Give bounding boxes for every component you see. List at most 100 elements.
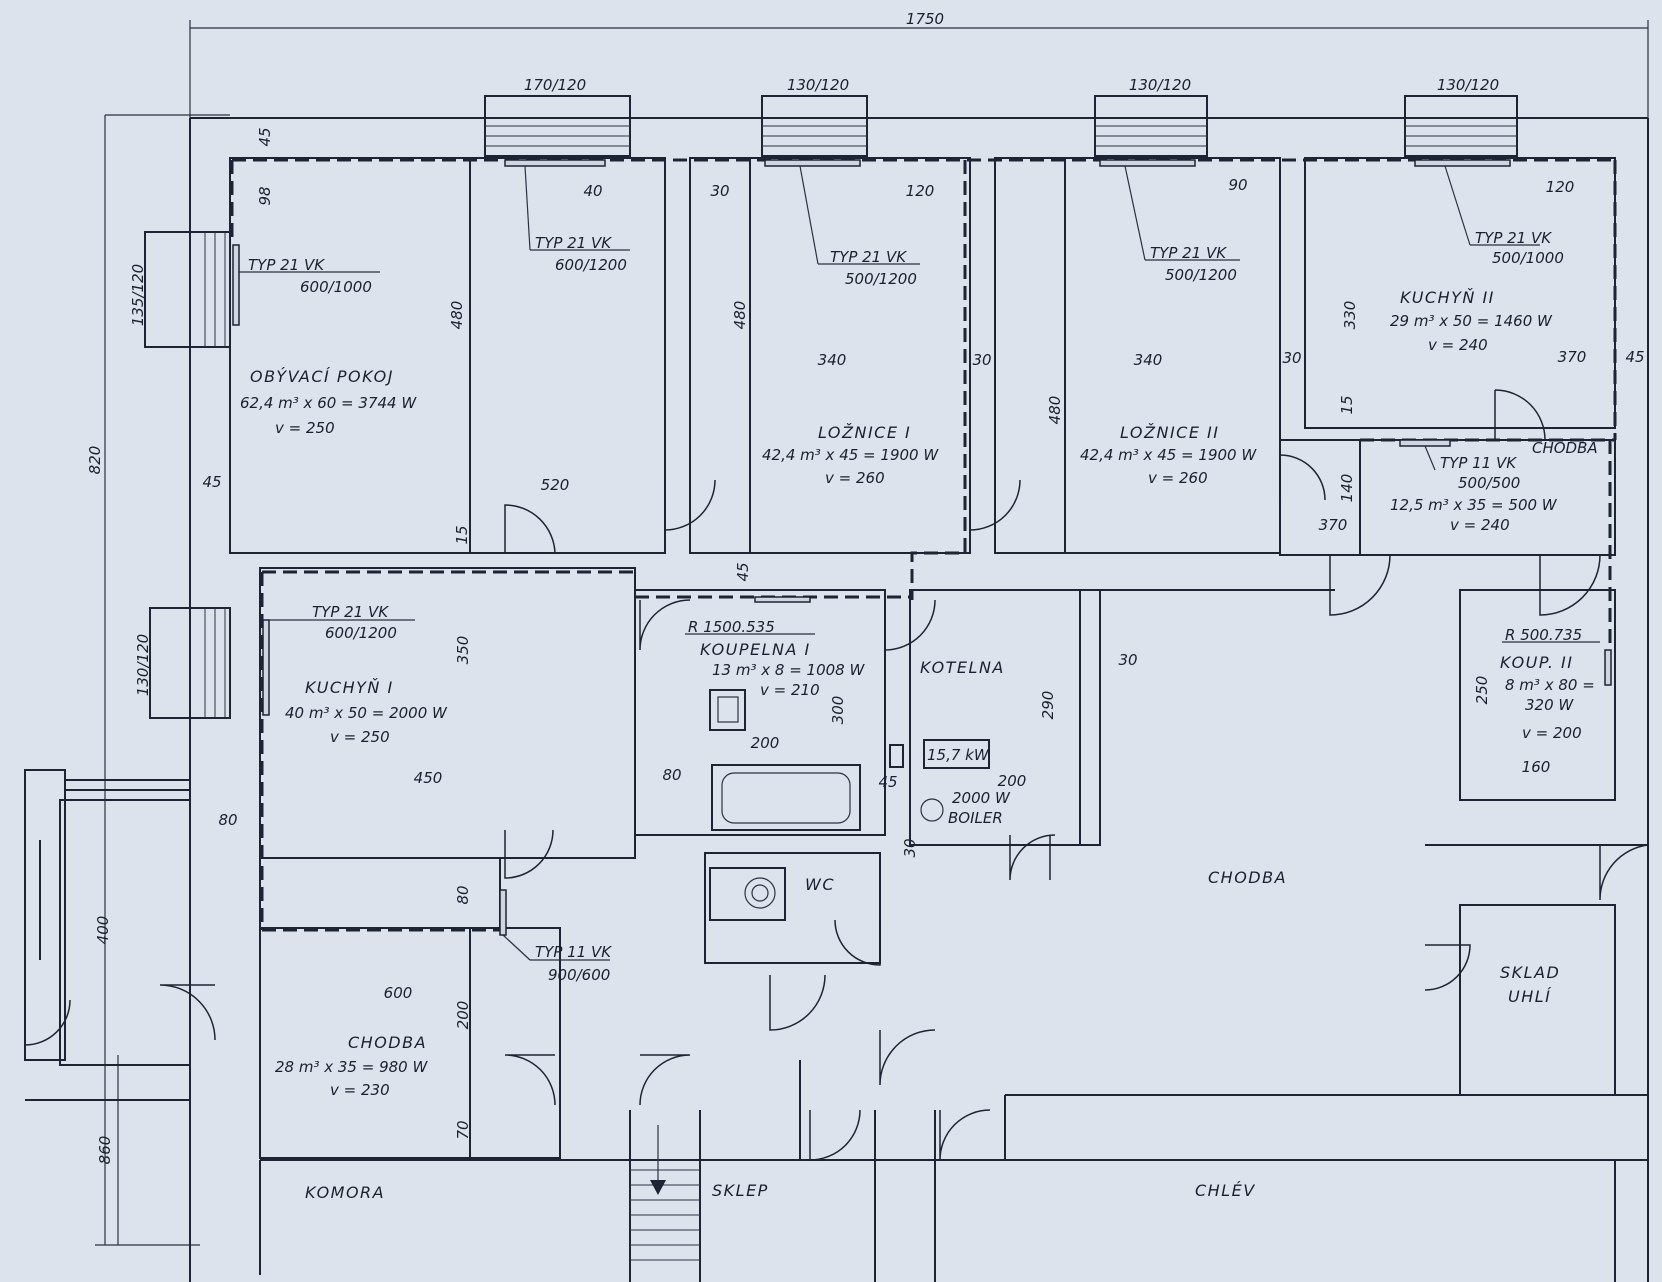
meter-icon — [889, 744, 904, 768]
room-height: v = 260 — [1148, 469, 1208, 487]
room-name-koupelna-2: KOUP. II — [1500, 653, 1573, 672]
dim-40: 40 — [583, 182, 602, 200]
dim-window-left-mid: 130/120 — [134, 634, 152, 696]
dim-300: 300 — [829, 696, 847, 725]
radiator-label-type: TYP 21 VK — [312, 603, 389, 621]
dim-window-4: 130/120 — [1437, 76, 1499, 94]
room-name-wc: WC — [805, 875, 835, 894]
heating-pipes — [230, 158, 1617, 932]
room-height: v = 230 — [330, 1081, 390, 1099]
dim-window-left-top: 135/120 — [129, 264, 147, 326]
radiator-label-size: 600/1200 — [325, 624, 397, 642]
radiator-label-size: 900/600 — [548, 966, 610, 984]
dim-45-top: 45 — [256, 127, 274, 146]
room-name-kuchyn-1: KUCHYŇ I — [305, 678, 394, 697]
overall-dimensions — [95, 20, 1649, 1246]
dim-80b: 80 — [218, 811, 237, 829]
room-calc: 320 W — [1525, 696, 1574, 714]
dim-total-depth: 820 — [86, 446, 104, 475]
dim-15b: 15 — [453, 525, 471, 544]
radiator-label-type: TYP 21 VK — [1150, 244, 1227, 262]
dim-480b: 480 — [731, 301, 749, 330]
room-name-kotelna: KOTELNA — [920, 658, 1005, 677]
radiator-label-type: TYP 11 VK — [535, 943, 612, 961]
dim-200b: 200 — [998, 772, 1027, 790]
walls — [24, 117, 1649, 1282]
room-height: v = 210 — [760, 681, 820, 699]
room-calc: 42,4 m³ x 45 = 1900 W — [1080, 446, 1257, 464]
doors — [24, 389, 1649, 1161]
room-name-obyvaci-pokoj: OBÝVACÍ POKOJ — [250, 367, 394, 386]
dim-30a: 30 — [710, 182, 729, 200]
dim-600: 600 — [384, 984, 413, 1002]
dim-350: 350 — [454, 636, 472, 665]
dimension-labels: 45 98 40 30 120 90 120 480 480 480 340 3… — [94, 127, 1645, 1139]
room-name-sklad: SKLAD — [1500, 963, 1560, 982]
dim-250: 250 — [1473, 676, 1491, 705]
radiator-label-type: TYP 11 VK — [1440, 454, 1517, 472]
radiator-label-type: TYP 21 VK — [830, 248, 907, 266]
dim-window-2: 130/120 — [787, 76, 849, 94]
radiator-label-size: 600/1000 — [300, 278, 372, 296]
fixtures — [709, 689, 990, 921]
dim-340a: 340 — [818, 351, 847, 369]
radiator-label-type: TYP 21 VK — [535, 234, 612, 252]
room-calc: 28 m³ x 35 = 980 W — [275, 1058, 428, 1076]
dim-330: 330 — [1341, 301, 1359, 330]
dim-30b: 30 — [972, 351, 991, 369]
room-calc: 40 m³ x 50 = 2000 W — [285, 704, 448, 722]
room-name-komora: KOMORA — [305, 1183, 385, 1202]
dim-140: 140 — [1338, 474, 1356, 503]
room-name-loznice-1: LOŽNICE I — [818, 423, 911, 442]
room-name-chodba-main: CHODBA — [1208, 868, 1287, 887]
dim-120b: 120 — [1546, 178, 1575, 196]
room-name-chodba-small: CHODBA — [1532, 439, 1598, 457]
room-calc: 13 m³ x 8 = 1008 W — [712, 661, 865, 679]
radiator-label-type: R 500.735 — [1505, 626, 1582, 644]
radiator-label-type: TYP 21 VK — [248, 256, 325, 274]
dim-80c: 80 — [454, 885, 472, 904]
dim-290: 290 — [1039, 691, 1057, 720]
room-calc: 8 m³ x 80 = — [1505, 676, 1595, 694]
room-name-kuchyn-2: KUCHYŇ II — [1400, 288, 1495, 307]
dim-450: 450 — [414, 769, 443, 787]
room-calc: 62,4 m³ x 60 = 3744 W — [240, 394, 417, 412]
room-labels: TYP 21 VK 600/1000 TYP 21 VK 600/1200 TY… — [240, 229, 1598, 1202]
boiler-label: BOILER — [948, 809, 1003, 827]
room-calc: 42,4 m³ x 45 = 1900 W — [762, 446, 939, 464]
room-height: v = 250 — [330, 728, 390, 746]
dim-340b: 340 — [1134, 351, 1163, 369]
dim-30d: 30 — [1118, 651, 1137, 669]
radiator-label-type: TYP 21 VK — [1475, 229, 1552, 247]
room-name-loznice-2: LOŽNICE II — [1120, 423, 1219, 442]
leader-lines — [238, 165, 1600, 961]
room-height: v = 250 — [275, 419, 335, 437]
dim-520: 520 — [541, 476, 570, 494]
radiator-label-size: 500/1000 — [1492, 249, 1564, 267]
room-height: v = 200 — [1522, 724, 1582, 742]
dim-15a: 15 — [1338, 395, 1356, 414]
room-name-sklep: SKLEP — [712, 1181, 769, 1200]
dim-45c: 45 — [734, 562, 752, 581]
room-calc: 12,5 m³ x 35 = 500 W — [1390, 496, 1558, 514]
radiator-symbols — [232, 159, 1612, 936]
dim-window-1: 170/120 — [524, 76, 586, 94]
room-name-koupelna-1: KOUPELNA I — [700, 640, 811, 659]
dim-200c: 200 — [454, 1001, 472, 1030]
dim-70: 70 — [454, 1120, 472, 1139]
dim-400: 400 — [94, 916, 112, 945]
dim-45d: 45 — [878, 773, 897, 791]
dim-160: 160 — [1522, 758, 1551, 776]
dim-370b: 370 — [1319, 516, 1348, 534]
dim-45l: 45 — [202, 473, 221, 491]
dim-30e: 30 — [901, 838, 919, 857]
dim-lower-depth: 860 — [96, 1136, 114, 1165]
room-height: v = 240 — [1428, 336, 1488, 354]
dim-480a: 480 — [448, 301, 466, 330]
boiler-power-label: 15,7 kW — [927, 746, 990, 764]
radiator-label-size: 500/1200 — [845, 270, 917, 288]
dim-80a: 80 — [662, 766, 681, 784]
dim-370a: 370 — [1558, 348, 1587, 366]
dim-window-3: 130/120 — [1129, 76, 1191, 94]
